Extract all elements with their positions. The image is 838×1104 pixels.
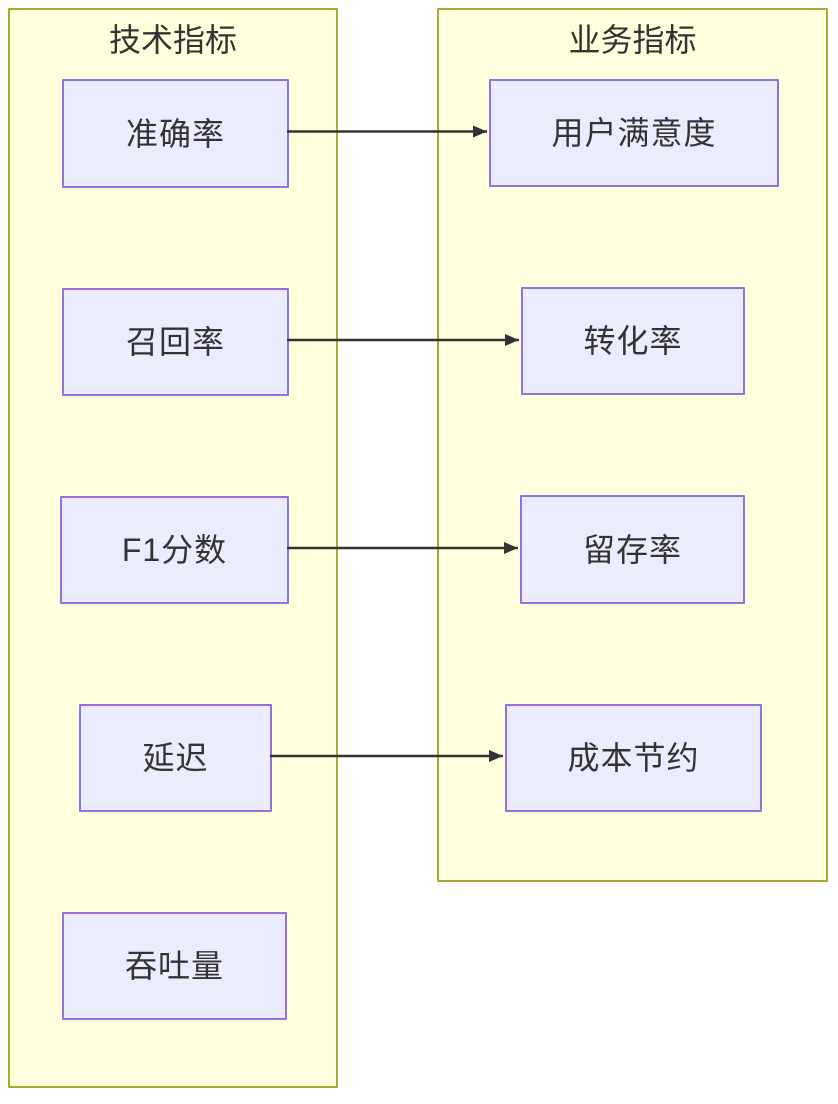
node-user-satisfaction: 用户满意度	[489, 79, 779, 187]
node-accuracy-label: 准确率	[125, 115, 225, 152]
node-accuracy: 准确率	[62, 79, 289, 188]
node-conversion-rate: 转化率	[521, 287, 745, 395]
node-cost-savings-label: 成本节约	[567, 740, 700, 776]
cluster-title-business: 业务指标	[568, 22, 697, 58]
node-throughput-label: 吞吐量	[124, 948, 224, 984]
node-retention-rate: 留存率	[520, 495, 745, 604]
node-latency: 延迟	[79, 704, 272, 812]
cluster-technical-metrics: 技术指标 准确率 召回率 F1分数 延迟 吞吐量	[8, 8, 338, 1088]
node-user-satisfaction-label: 用户满意度	[551, 115, 717, 151]
node-retention-rate-label: 留存率	[582, 531, 682, 568]
cluster-business-metrics: 业务指标 用户满意度 转化率 留存率 成本节约	[437, 8, 828, 882]
cluster-title-technical: 技术指标	[108, 22, 237, 58]
node-latency-label: 延迟	[142, 740, 209, 776]
node-throughput: 吞吐量	[62, 912, 287, 1020]
node-cost-savings: 成本节约	[505, 704, 762, 812]
node-f1-score: F1分数	[60, 496, 289, 604]
node-conversion-rate-label: 转化率	[583, 323, 683, 359]
node-recall: 召回率	[62, 288, 289, 396]
node-recall-label: 召回率	[125, 324, 225, 360]
node-f1-score-label: F1分数	[121, 532, 228, 568]
